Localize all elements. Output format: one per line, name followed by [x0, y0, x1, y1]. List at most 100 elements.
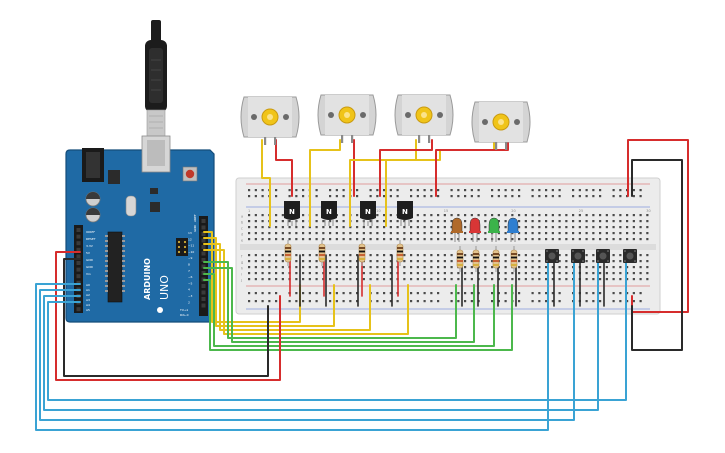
led-1[interactable] — [451, 217, 463, 242]
power-analog-pin[interactable] — [76, 228, 81, 232]
hole — [639, 300, 642, 303]
power-analog-pin[interactable] — [76, 267, 81, 272]
push-button-2[interactable] — [571, 249, 585, 263]
hole — [389, 238, 392, 241]
digital-pin[interactable] — [201, 232, 206, 236]
resistor-led-2[interactable] — [472, 246, 480, 272]
hole — [504, 238, 507, 241]
digital-pin[interactable] — [201, 264, 206, 269]
transistor-1[interactable]: N — [284, 201, 300, 226]
resistor-motor-4[interactable] — [396, 240, 404, 266]
hole — [329, 220, 332, 223]
resistor-motor-3[interactable] — [358, 240, 366, 266]
hole — [275, 266, 278, 269]
power-analog-pin[interactable] — [76, 307, 81, 312]
hole — [416, 254, 419, 257]
hole — [477, 195, 480, 198]
digital-pin[interactable] — [201, 271, 206, 275]
hole — [632, 195, 635, 198]
hole — [605, 226, 608, 229]
digital-pin[interactable] — [201, 258, 206, 262]
power-analog-pin[interactable] — [76, 261, 81, 265]
power-analog-pin[interactable] — [76, 234, 81, 239]
hole — [275, 260, 278, 263]
hole — [416, 214, 419, 217]
hole — [248, 189, 251, 192]
digital-pin[interactable] — [201, 251, 206, 256]
hole — [538, 292, 541, 295]
led-3[interactable] — [488, 217, 500, 242]
dc-motor-1[interactable] — [240, 96, 300, 145]
digital-pin[interactable] — [201, 225, 206, 230]
push-button-4[interactable] — [623, 249, 637, 263]
breadboard-column-label: 1 — [248, 209, 250, 213]
wire-yellow-2 — [203, 237, 335, 327]
digital-pin[interactable] — [201, 219, 206, 223]
hole — [619, 195, 622, 198]
hole — [315, 226, 318, 229]
digital-pin[interactable] — [201, 303, 206, 308]
hole — [329, 226, 332, 229]
hole — [612, 300, 615, 303]
breadboard-row-label: i — [241, 273, 242, 277]
hole — [410, 300, 413, 303]
digital-pin[interactable] — [201, 297, 206, 301]
resistor-led-1[interactable] — [456, 246, 464, 272]
hole — [538, 238, 541, 241]
power-analog-pin[interactable] — [76, 247, 81, 252]
transistor-4[interactable]: N — [397, 201, 413, 226]
hole — [396, 232, 399, 235]
resistor-led-4[interactable] — [510, 246, 518, 272]
dc-motor-4[interactable] — [471, 101, 531, 150]
hole — [632, 238, 635, 241]
hole — [369, 220, 372, 223]
hole — [585, 300, 588, 303]
hole — [369, 254, 372, 257]
dc-motor-3[interactable] — [394, 94, 454, 143]
led-2[interactable] — [469, 217, 481, 242]
hole — [295, 232, 298, 235]
resistor-led-3[interactable] — [492, 246, 500, 272]
resistor-motor-1[interactable] — [284, 240, 292, 266]
hole — [443, 254, 446, 257]
power-analog-pin[interactable] — [76, 254, 81, 259]
transistor-2[interactable]: N — [321, 201, 337, 226]
wire-motor-3b — [379, 139, 433, 197]
resistor-motor-2[interactable] — [318, 240, 326, 266]
hole — [464, 189, 467, 192]
hole — [335, 266, 338, 269]
hole — [565, 266, 568, 269]
power-analog-pin[interactable] — [76, 274, 81, 279]
hole — [538, 300, 541, 303]
hole — [511, 238, 514, 241]
digital-pin[interactable] — [201, 245, 206, 249]
hole — [639, 254, 642, 257]
hole — [389, 300, 392, 303]
dc-motor-2[interactable] — [317, 94, 377, 143]
digital-pin[interactable] — [201, 290, 206, 295]
power-analog-pin[interactable] — [76, 280, 81, 285]
hole — [578, 238, 581, 241]
hole — [275, 272, 278, 275]
hole — [619, 214, 622, 217]
hole — [619, 260, 622, 263]
analog-pin-label: A0 — [86, 283, 90, 287]
transistor-3[interactable]: N — [360, 201, 376, 226]
hole — [612, 254, 615, 257]
led-4[interactable] — [507, 217, 519, 242]
power-analog-pin[interactable] — [76, 241, 81, 246]
hole — [362, 278, 365, 281]
hole — [302, 272, 305, 275]
hole — [558, 232, 561, 235]
hole — [558, 220, 561, 223]
hole — [531, 292, 534, 295]
digital-pin[interactable] — [201, 284, 206, 288]
push-button-3[interactable] — [596, 249, 610, 263]
hole — [430, 292, 433, 295]
push-button-1[interactable] — [545, 249, 559, 263]
hole — [342, 266, 345, 269]
hole — [592, 220, 595, 223]
digital-pin[interactable] — [201, 238, 206, 243]
hole — [477, 189, 480, 192]
